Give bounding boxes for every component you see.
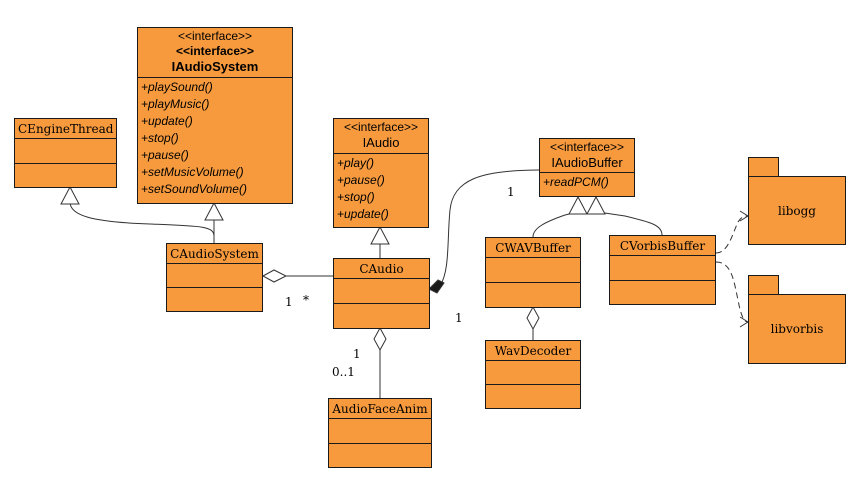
- class-caudio[interactable]: CAudio: [333, 258, 430, 329]
- class-name: CVorbisBuffer: [619, 239, 706, 253]
- attributes-compartment: [486, 360, 580, 384]
- operation: +setMusicVolume(): [141, 165, 244, 179]
- edge-cwavbuffer-iaudiobuffer: [532, 211, 579, 238]
- class-name: CAudioSystem: [170, 247, 259, 261]
- class-iaudiosystem[interactable]: <<interface>> <<interface>> IAudioSystem…: [137, 27, 293, 204]
- class-iaudiosystem-header: <<interface>> <<interface>> IAudioSystem: [138, 28, 292, 77]
- multiplicity-label: 0..1: [332, 365, 355, 379]
- operation: +stop(): [337, 190, 375, 204]
- class-name: IAudioSystem: [171, 59, 259, 74]
- attributes-compartment: [15, 138, 116, 163]
- operation: +play(): [337, 156, 375, 170]
- operations-compartment: +playSound() +playMusic() +update() +sto…: [138, 77, 292, 203]
- operation: +update(): [337, 207, 389, 221]
- class-cwavbuffer-header: CWAVBuffer: [486, 238, 580, 257]
- class-name: IAudio: [362, 135, 400, 150]
- class-iaudio-header: <<interface>> IAudio: [334, 119, 428, 153]
- edge-caudiosystem-cenginethread: [69, 201, 215, 243]
- class-name: CWAVBuffer: [495, 241, 571, 255]
- multiplicity-label: 1: [353, 347, 361, 361]
- class-iaudiobuffer-header: <<interface>> IAudioBuffer: [540, 139, 634, 172]
- operations-compartment: [329, 442, 431, 468]
- stereotype-label: <<interface>>: [175, 44, 255, 58]
- class-name: CEngineThread: [18, 122, 114, 136]
- operations-compartment: [486, 282, 580, 307]
- class-name: WavDecoder: [494, 344, 572, 358]
- package-libvorbis-tab: [748, 275, 779, 295]
- class-caudiosystem-header: CAudioSystem: [167, 244, 262, 263]
- multiplicity-label: 1: [455, 311, 463, 325]
- class-wavdecoder[interactable]: WavDecoder: [485, 340, 581, 409]
- arrowhead-cenginethread: [60, 185, 80, 205]
- diamond-cwavbuffer: [526, 305, 540, 331]
- class-caudio-header: CAudio: [334, 259, 429, 278]
- operation: +playSound(): [141, 80, 213, 94]
- operations-compartment: +play() +pause() +stop() +update(): [334, 153, 428, 227]
- package-name: libogg: [778, 203, 816, 218]
- stereotype-label: <<interface>>: [177, 29, 253, 43]
- class-cenginethread[interactable]: CEngineThread: [14, 118, 117, 188]
- attributes-compartment: [167, 263, 262, 287]
- class-wavdecoder-header: WavDecoder: [486, 341, 580, 360]
- diamond-caudiosystem: [261, 269, 288, 283]
- attributes-compartment: [329, 418, 431, 443]
- operation: +pause(): [141, 148, 189, 162]
- operations-compartment: [15, 162, 116, 188]
- operation: +setSoundVolume(): [141, 182, 247, 196]
- operations-compartment: [610, 279, 715, 305]
- edge-cvorbisbuffer-libogg: [715, 215, 749, 254]
- stereotype-label: <<interface>>: [549, 140, 625, 154]
- multiplicity-label: 1: [285, 295, 293, 309]
- multiplicity-label: 1: [507, 185, 515, 199]
- multiplicity-label: *: [303, 293, 309, 307]
- class-cenginethread-header: CEngineThread: [15, 119, 116, 138]
- class-audiofaceanim-header: AudioFaceAnim: [329, 399, 431, 418]
- edge-cvorbisbuffer-libvorbis: [715, 261, 749, 323]
- class-caudiosystem[interactable]: CAudioSystem: [166, 243, 263, 312]
- arrowhead-iaudiobuffer-right: [586, 195, 606, 215]
- class-iaudiobuffer[interactable]: <<interface>> IAudioBuffer +readPCM(): [539, 138, 635, 197]
- arrowhead-iaudiosystem: [204, 201, 224, 221]
- class-name: CAudio: [359, 262, 404, 276]
- arrowhead-iaudio: [370, 225, 390, 245]
- class-name: AudioFaceAnim: [332, 402, 428, 416]
- class-name: IAudioBuffer: [551, 155, 623, 170]
- package-libogg-tab: [748, 157, 779, 177]
- attributes-compartment: [486, 257, 580, 282]
- operations-compartment: [486, 384, 580, 408]
- edge-cvorbisbuffer-iaudiobuffer: [597, 211, 663, 236]
- operation: +playMusic(): [141, 97, 210, 111]
- stereotype-label: <<interface>>: [343, 120, 419, 134]
- package-name: libvorbis: [770, 322, 824, 336]
- operation: +update(): [141, 114, 193, 128]
- edge-caudio-iaudiobuffer: [439, 169, 541, 287]
- class-cwavbuffer[interactable]: CWAVBuffer: [485, 237, 581, 308]
- package-libvorbis[interactable]: libvorbis: [748, 294, 846, 364]
- operation: +stop(): [141, 131, 179, 145]
- attributes-compartment: [610, 255, 715, 280]
- class-cvorbisbuffer-header: CVorbisBuffer: [610, 236, 715, 255]
- operations-compartment: [334, 303, 429, 328]
- operation: +readPCM(): [543, 175, 609, 189]
- class-iaudio[interactable]: <<interface>> IAudio +play() +pause() +s…: [333, 118, 429, 228]
- filled-diamond-caudio: [428, 279, 445, 294]
- operation: +pause(): [337, 173, 385, 187]
- diamond-caudio: [373, 326, 387, 352]
- operations-compartment: [167, 287, 262, 311]
- operations-compartment: +readPCM(): [540, 172, 634, 196]
- class-audiofaceanim[interactable]: AudioFaceAnim: [328, 398, 432, 468]
- arrowhead-iaudiobuffer-left: [568, 195, 588, 215]
- class-cvorbisbuffer[interactable]: CVorbisBuffer: [609, 235, 716, 305]
- attributes-compartment: [334, 278, 429, 303]
- package-libogg[interactable]: libogg: [748, 176, 846, 245]
